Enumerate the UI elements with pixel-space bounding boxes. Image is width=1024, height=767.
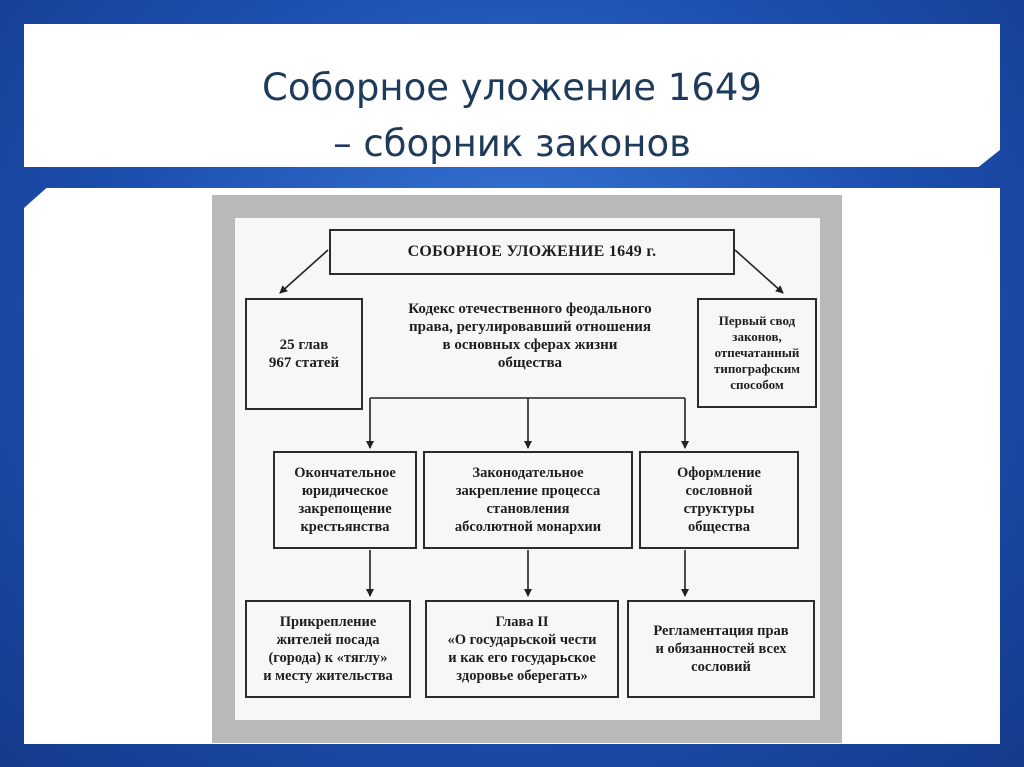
center-description: Кодекс отечественного феодального права,… (408, 301, 652, 371)
diagram-image: СОБОРНОЕ УЛОЖЕНИЕ 1649 г. 25 глав 967 ст… (212, 195, 842, 743)
slide-title-line-1: Соборное уложение 1649 (262, 66, 762, 109)
left-box-chapters: 25 глав 967 статей (245, 298, 363, 410)
mid-box-serfdom: Окончательное юридическое закрепощение к… (273, 451, 417, 549)
mid-box-absolutism: Законодательное закрепление процесса ста… (423, 451, 633, 549)
bottom-box-rights: Регламентация прав и обязанностей всех с… (627, 600, 815, 698)
arrow-to-right-box (734, 249, 784, 294)
slide-title-line-2: – сборник законов (333, 122, 691, 165)
header-box: СОБОРНОЕ УЛОЖЕНИЕ 1649 г. (329, 229, 735, 275)
slide-title: Соборное уложение 1649 – сборник законов (24, 60, 1000, 167)
right-box-first-printed: Первый свод законов, отпечатанный типогр… (697, 298, 817, 408)
arrow-to-left-box (279, 249, 329, 294)
diagram-canvas: СОБОРНОЕ УЛОЖЕНИЕ 1649 г. 25 глав 967 ст… (235, 218, 820, 720)
bottom-box-posad: Прикрепление жителей посада (города) к «… (245, 600, 411, 698)
diagram-connectors (279, 249, 784, 597)
mid-box-estates: Оформление сословной структуры общества (639, 451, 799, 549)
title-panel: Соборное уложение 1649 – сборник законов (24, 24, 1000, 167)
bottom-box-chapter-two: Глава II «О государьской чести и как его… (425, 600, 619, 698)
